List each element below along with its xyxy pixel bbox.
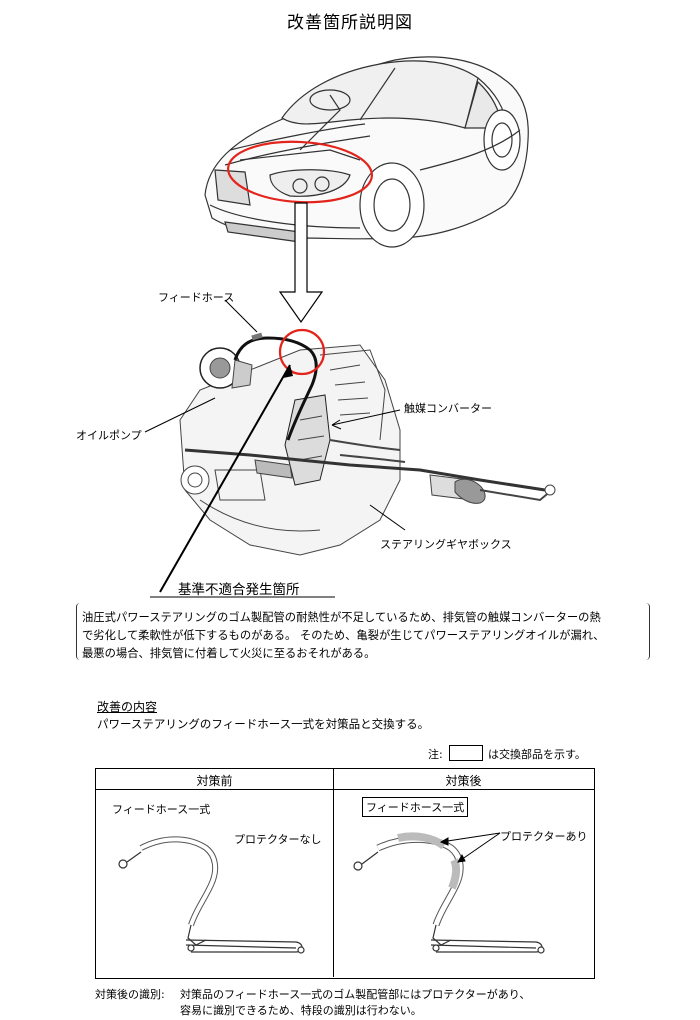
- table-header-after: 対策後: [445, 774, 482, 788]
- label-oil-pump: オイルポンプ: [76, 429, 142, 442]
- table-divider: [333, 768, 334, 977]
- description-line-1: 油圧式パワーステアリングのゴム製配管の耐熱性が不足しているため、排気管の触媒コン…: [82, 611, 601, 624]
- identification-line-2: 容易に識別できるため、特段の識別は行わない。: [180, 1004, 422, 1017]
- highlight-ellipse-car: [226, 140, 374, 204]
- table-header-before: 対策前: [196, 774, 233, 788]
- identification-line-1: 対策品のフィードホース一式のゴム製配管部にはプロテクターがあり、: [180, 988, 531, 1001]
- description-line-3: 最悪の場合、排気管に付着して火災に至るおそれがある。: [82, 647, 376, 660]
- hose-comparison-drawings: [118, 832, 545, 954]
- leader-steering-gearbox: [369, 504, 406, 531]
- defect-arrow: [159, 364, 291, 593]
- after-protector-label: プロテクターあり: [500, 830, 588, 843]
- leader-catalytic: [331, 409, 401, 426]
- highlight-circle-engine: [278, 328, 326, 376]
- table-header-line: [95, 789, 594, 790]
- leader-feed-hose: [224, 299, 258, 333]
- legend-box: [449, 745, 483, 761]
- legend-prefix: 注:: [428, 748, 443, 761]
- after-part-label: フィードホース一式: [362, 797, 469, 817]
- down-arrow: [278, 202, 324, 324]
- improvement-heading: 改善の内容: [97, 700, 158, 714]
- label-feed-hose: フィードホース: [158, 291, 235, 304]
- description-line-2: で劣化して柔軟性が低下するものがある。 そのため、亀裂が生じてパワーステアリング…: [82, 629, 605, 642]
- comparison-table: [95, 768, 595, 979]
- before-part-label: フィードホース一式: [112, 803, 211, 816]
- label-steering-gearbox: ステアリングギヤボックス: [380, 538, 512, 551]
- description-text: 油圧式パワーステアリングのゴム製配管の耐熱性が不足しているため、排気管の触媒コン…: [82, 609, 647, 663]
- improvement-text: パワーステアリングのフィードホース一式を対策品と交換する。: [97, 717, 430, 731]
- label-catalytic-converter: 触媒コンバーター: [404, 402, 492, 415]
- legend-suffix: は交換部品を示す。: [488, 748, 586, 761]
- identification-label: 対策後の識別:: [95, 988, 165, 1001]
- page-title: 改善箇所説明図: [287, 13, 413, 33]
- engine-illustration: [179, 332, 556, 556]
- car-illustration: [204, 56, 529, 248]
- hose-after-drawing: [353, 832, 545, 954]
- hose-before-drawing: [118, 836, 305, 954]
- vehicle-engine-illustration: [144, 56, 556, 598]
- description-box: [76, 603, 650, 660]
- leader-oil-pump: [144, 397, 216, 433]
- defect-location-heading: 基準不適合発生箇所: [178, 582, 300, 598]
- before-protector-label: プロテクターなし: [234, 833, 322, 846]
